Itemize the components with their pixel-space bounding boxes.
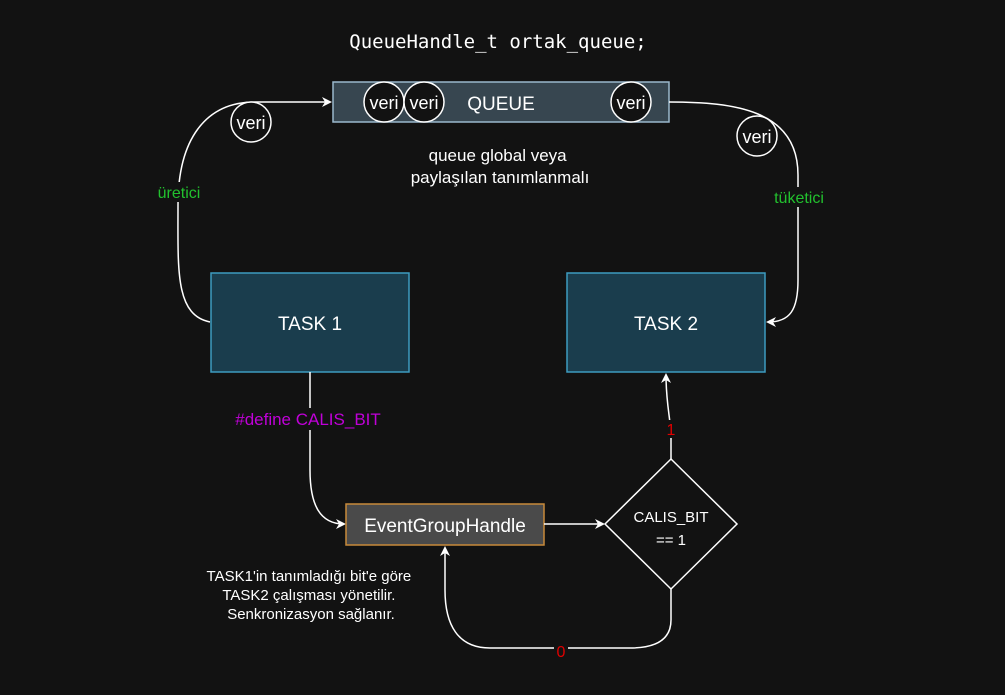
producer-token-label: veri — [236, 113, 265, 133]
queue-handle-declaration: QueueHandle_t ortak_queue; — [349, 31, 646, 53]
yes-label: 1 — [667, 422, 676, 439]
queue-item-2: veri — [403, 81, 445, 123]
queue-item-2-label: veri — [409, 93, 438, 113]
queue-note-line-2: paylaşılan tanımlanmalı — [411, 168, 590, 187]
task-2-label: TASK 2 — [634, 314, 698, 335]
queue-item-1: veri — [363, 81, 405, 123]
decision-node[interactable]: CALIS_BIT == 1 — [603, 457, 739, 591]
producer-edge[interactable] — [177, 97, 332, 323]
no-label: 0 — [557, 644, 566, 661]
event-group-node[interactable]: EventGroupHandle — [345, 503, 545, 546]
queue-item-3-label: veri — [616, 93, 645, 113]
sync-note-line-2: TASK2 çalışması yönetilir. — [222, 587, 395, 604]
yes-edge[interactable] — [661, 373, 672, 459]
sync-note: TASK1'in tanımladığı bit'e göre TASK2 ça… — [207, 568, 416, 623]
queue-note: queue global veya paylaşılan tanımlanmal… — [411, 146, 590, 187]
no-edge[interactable] — [440, 546, 672, 649]
consumer-edge[interactable] — [668, 101, 799, 327]
consumer-token: veri — [736, 115, 778, 157]
queue-item-3: veri — [610, 81, 652, 123]
consumer-token-label: veri — [742, 127, 771, 147]
decision-line-2: == 1 — [656, 532, 686, 549]
producer-label: üretici — [158, 185, 201, 202]
define-label: #define CALIS_BIT — [235, 410, 381, 429]
event-group-label: EventGroupHandle — [364, 516, 526, 537]
queue-item-1-label: veri — [369, 93, 398, 113]
task-2-node[interactable]: TASK 2 — [566, 272, 766, 373]
task-1-label: TASK 1 — [278, 314, 342, 335]
decision-line-1: CALIS_BIT — [633, 509, 708, 526]
consumer-label: tüketici — [774, 190, 824, 207]
define-edge[interactable] — [309, 372, 346, 529]
task-1-node[interactable]: TASK 1 — [210, 272, 410, 373]
sync-note-line-3: Senkronizasyon sağlanır. — [227, 606, 395, 623]
sync-note-line-1: TASK1'in tanımladığı bit'e göre — [207, 568, 412, 585]
queue-label: QUEUE — [467, 94, 535, 115]
queue-note-line-1: queue global veya — [429, 146, 568, 165]
producer-token: veri — [230, 101, 272, 143]
